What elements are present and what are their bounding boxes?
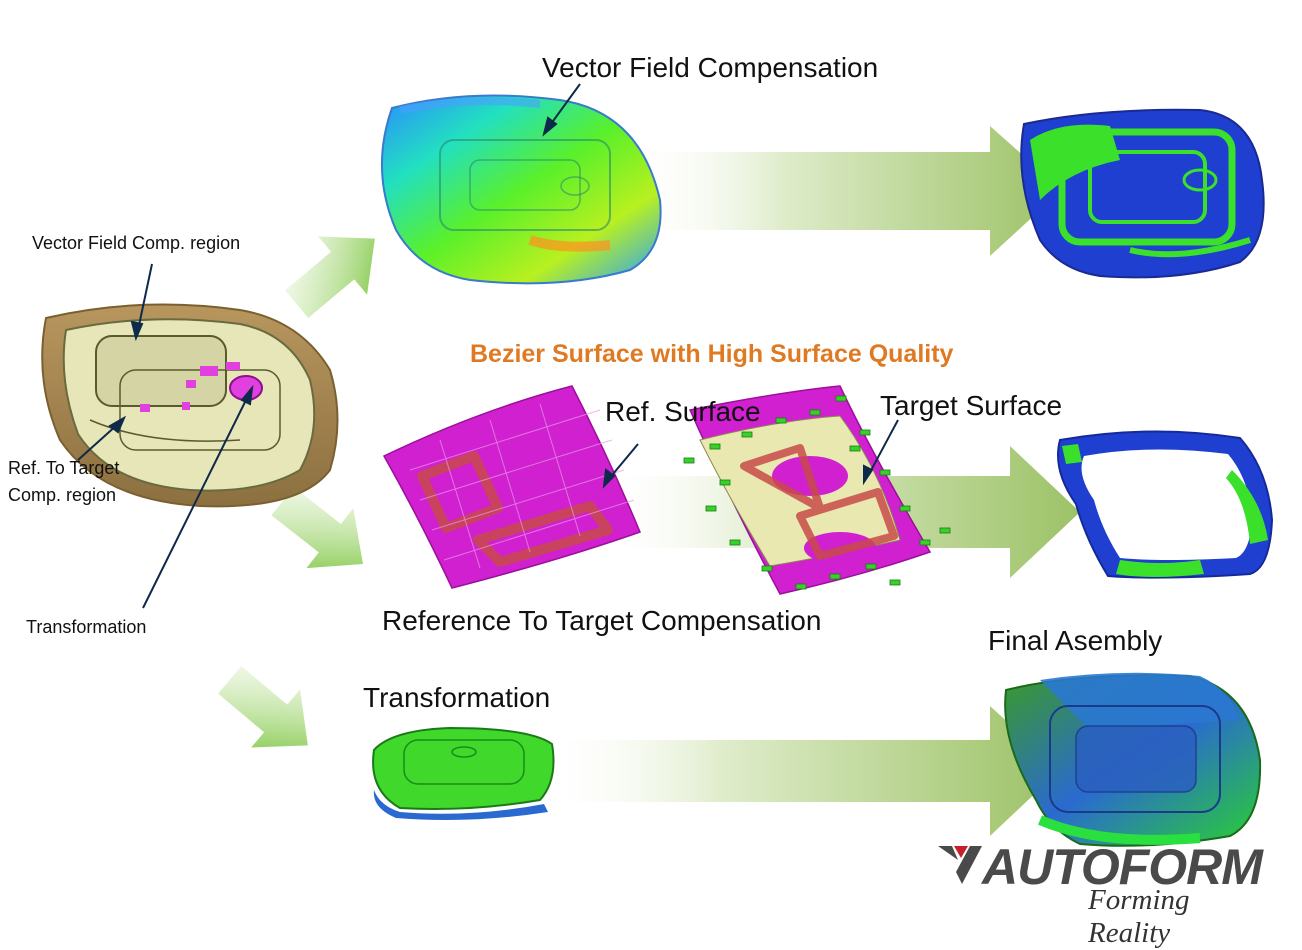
ref-surface-image: [382, 385, 641, 589]
bezier-title: Bezier Surface with High Surface Quality: [470, 340, 954, 368]
source-part-image: [41, 303, 339, 508]
final-assembly-image: [1004, 672, 1262, 847]
ring-result-image: [1057, 430, 1274, 579]
transformation-part-image: [372, 726, 555, 820]
diag-arrow-up: [285, 236, 375, 318]
autoform-logo: AUTOFORM Forming Reality: [938, 838, 1278, 949]
ref-to-target-label-line2: Comp. region: [8, 485, 117, 505]
ref-to-target-label-line1: Ref. To Target: [8, 458, 120, 478]
autoform-logo-icon: [938, 846, 982, 884]
pointer-lines: [77, 83, 899, 609]
diagram-canvas: [41, 83, 1274, 847]
autoform-tagline: Forming Reality: [1088, 884, 1190, 949]
process-diagram: Vector Field Compensation Vector Field C…: [8, 52, 1278, 949]
diag-arrow-mid: [271, 487, 363, 569]
transformation-big-label: Transformation: [363, 682, 551, 713]
ref-surface-label: Ref. Surface: [605, 396, 761, 427]
target-surface-label: Target Surface: [880, 390, 1063, 421]
reference-to-target-label: Reference To Target Compensation: [382, 605, 822, 636]
transformation-small-label: Transformation: [26, 617, 147, 637]
top-right-result-image: [1020, 108, 1265, 279]
final-assembly-label: Final Asembly: [988, 625, 1163, 656]
diag-arrow-low: [218, 666, 308, 748]
arrow-bottom: [540, 706, 1060, 836]
vector-field-compensation-label: Vector Field Compensation: [542, 52, 879, 83]
vector-field-comp-region-label: Vector Field Comp. region: [32, 233, 241, 253]
target-surface-image: [683, 385, 951, 595]
autoform-brand: AUTOFORM: [982, 839, 1263, 895]
arrow-top: [630, 126, 1062, 256]
vector-field-part-image: [381, 94, 662, 285]
